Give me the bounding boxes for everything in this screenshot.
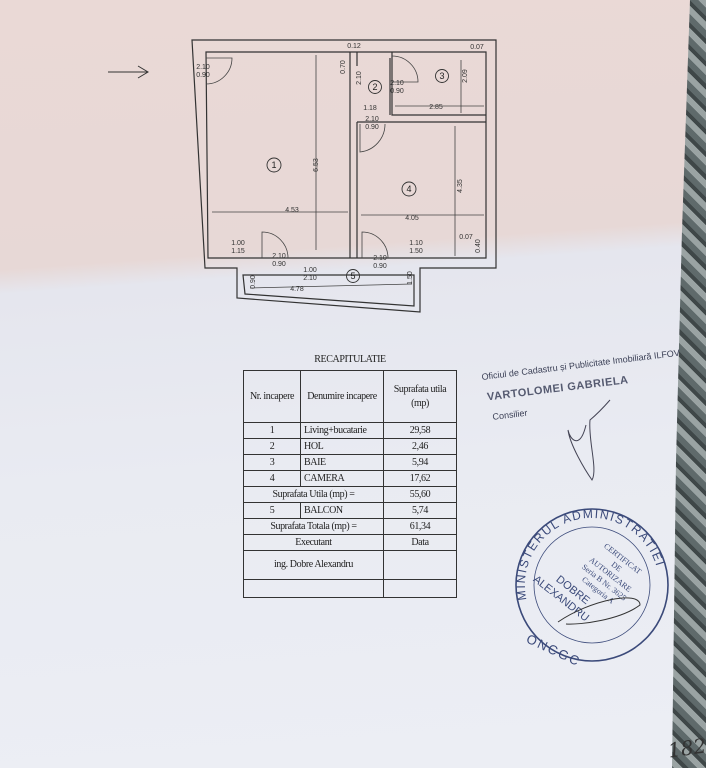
- cell-name: Living+bucatarie: [300, 422, 384, 439]
- dim: 2.10: [303, 275, 317, 282]
- dim: 0.90: [272, 261, 286, 268]
- room-1-label: 1: [271, 160, 276, 170]
- dim: 0.07: [459, 234, 473, 241]
- cell-nr: 1: [243, 422, 301, 439]
- util-value: 55,60: [383, 486, 457, 503]
- stamp: MINISTERUL ADMINISTRATIEI ONCGC CERTIFIC…: [492, 485, 669, 669]
- cell-nr: 2: [243, 438, 301, 455]
- dim: 0.90: [365, 124, 379, 131]
- cell-area: 2,46: [383, 438, 457, 455]
- total-value: 61,34: [383, 518, 457, 535]
- dim: 4.53: [285, 207, 299, 214]
- cell-area: 29,58: [383, 422, 457, 439]
- dim: 4.35: [457, 179, 464, 193]
- dim: 0.90: [250, 275, 257, 289]
- dim: 2.10: [356, 71, 363, 85]
- dim: 1.00: [231, 240, 245, 247]
- total-label: Suprafata Totala (mp) =: [243, 518, 384, 535]
- dim: 0.40: [475, 239, 482, 253]
- cell-name: CAMERA: [300, 470, 384, 487]
- door-swings: [205, 55, 484, 289]
- cell-nr: 4: [243, 470, 301, 487]
- dim: 1.50: [409, 248, 423, 255]
- walls: [191, 39, 497, 313]
- util-row: Suprafata Utila (mp) =55,60: [243, 486, 457, 503]
- dim: 4.78: [290, 286, 304, 293]
- header-nr: Nr. incapere: [243, 370, 301, 423]
- room-4-label: 4: [406, 184, 411, 194]
- dim: 1.00: [303, 267, 317, 274]
- cell-area: 5,94: [383, 454, 457, 471]
- date-cell: [383, 550, 457, 580]
- cell-name: BAIE: [300, 454, 384, 471]
- signature: [567, 399, 611, 481]
- dim: 2.10: [196, 64, 210, 71]
- total-row: Suprafata Totala (mp) =61,34: [243, 518, 457, 535]
- cell-nr: 5: [243, 502, 301, 519]
- svg-text:ONCGC: ONCGC: [524, 631, 583, 669]
- arrow-icon: [108, 65, 149, 79]
- cell-nr: 3: [243, 454, 301, 471]
- dim: 4.05: [405, 215, 419, 222]
- cell-name: BALCON: [300, 502, 384, 519]
- dimensions: 0.12 0.07 2.10 0.90 0.70 2.10 2.10 0.90 …: [196, 43, 484, 293]
- room-5-label: 5: [350, 271, 355, 281]
- dim: 2.10: [390, 80, 404, 87]
- dim: 2.09: [462, 69, 469, 83]
- executant-name: ing. Dobre Alexandru: [243, 550, 384, 580]
- dim: 1.18: [363, 105, 377, 112]
- util-label: Suprafata Utila (mp) =: [243, 486, 384, 503]
- data-label: Data: [383, 534, 457, 551]
- table-title: RECAPITULATIE: [314, 354, 386, 365]
- dim: 0.12: [347, 43, 361, 50]
- dim: 2.10: [373, 255, 387, 262]
- room-3-label: 3: [439, 71, 444, 81]
- dim: 0.90: [196, 72, 210, 79]
- dim: 1.10: [409, 240, 423, 247]
- cell-area: 17,62: [383, 470, 457, 487]
- dim: 0.70: [340, 60, 347, 74]
- dim: 2.10: [272, 253, 286, 260]
- room-2-label: 2: [372, 82, 377, 92]
- dim: 1.15: [231, 248, 245, 255]
- dim: 0.07: [470, 44, 484, 51]
- dim: 0.90: [390, 88, 404, 95]
- dim: 2.10: [365, 116, 379, 123]
- empty-cell: [383, 579, 457, 598]
- cell-area: 5,74: [383, 502, 457, 519]
- executant-label: Executant: [243, 534, 384, 551]
- header-name: Denumire incapere: [300, 370, 384, 423]
- cell-name: HOL: [300, 438, 384, 455]
- header-area: Suprafata utila (mp): [383, 370, 457, 423]
- page-number: 182: [666, 733, 706, 763]
- summary-table: Nr. incapere Denumire incapere Suprafata…: [243, 370, 457, 598]
- dim: 2.85: [429, 104, 443, 111]
- dim: 1.50: [407, 271, 414, 285]
- dim: 0.90: [373, 263, 387, 270]
- empty-cell: [243, 579, 384, 598]
- dim: 6.53: [313, 158, 320, 172]
